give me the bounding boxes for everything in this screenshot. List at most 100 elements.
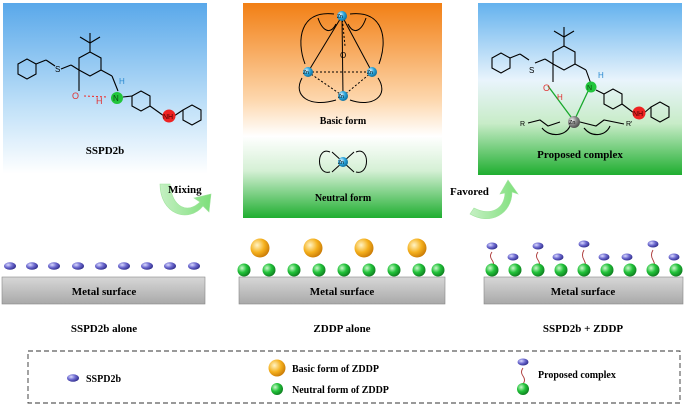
- amine-label: NH: [163, 114, 173, 121]
- proposed-complex-title: Proposed complex: [537, 149, 623, 161]
- panel-background: [478, 3, 682, 175]
- metal-surface: [1, 276, 206, 305]
- adsorbed-zddp-layer: [237, 238, 445, 277]
- scenario-caption: ZDDP alone: [313, 323, 370, 335]
- zinc-label: Zn: [303, 70, 309, 76]
- zinc-atom: [338, 91, 348, 101]
- metal-surface-label: Metal surface: [310, 286, 375, 298]
- neutral-zddp-sphere: [262, 263, 276, 277]
- favored-label: Favored: [450, 186, 489, 198]
- coordination-bond: [573, 86, 591, 122]
- nitrogen-label: N: [587, 85, 592, 92]
- neutral-zddp-sphere: [554, 263, 568, 277]
- sspd2b-molecule: [48, 262, 60, 270]
- panel-proposed-complex: S O H H N NH Zn R R' Proposed complex: [478, 3, 682, 175]
- legend-neutral-zddp-label: Neutral form of ZDDP: [292, 385, 389, 396]
- neutral-zddp-sphere: [287, 263, 301, 277]
- sspd2b-title: SSPD2b: [86, 145, 125, 157]
- sspd2b-molecule: [26, 262, 38, 270]
- basic-zddp-sphere: [303, 238, 323, 258]
- zinc-atom: [337, 11, 347, 21]
- neutral-zddp-sphere: [237, 263, 251, 277]
- sspd2b-molecule: [188, 262, 200, 270]
- zinc-atom: [338, 157, 348, 167]
- sspd2b-molecule: [621, 253, 633, 261]
- favored-arrow: Favored: [450, 179, 519, 219]
- sspd2b-molecule: [118, 262, 130, 270]
- zinc-label: Zn: [569, 120, 575, 126]
- sulfur-label: S: [55, 65, 60, 74]
- basic-zddp-sphere: [354, 238, 374, 258]
- zinc-label: Zn: [367, 70, 373, 76]
- zinc-atom: [568, 116, 580, 128]
- neutral-zddp-sphere: [387, 263, 401, 277]
- surface-zddp-alone: Metal surface ZDDP alone: [237, 238, 446, 335]
- scenario-caption: SSPD2b alone: [71, 323, 137, 335]
- oxygen-label: O: [72, 91, 79, 101]
- neutral-zddp-sphere: [600, 263, 614, 277]
- legend-complex-label: Proposed complex: [538, 370, 616, 381]
- sspd2b-molecule: [141, 262, 153, 270]
- neutral-zddp-sphere: [362, 263, 376, 277]
- imine-hydrogen-label: H: [119, 77, 125, 86]
- proposed-complex-unit: [646, 240, 660, 277]
- complex-structure: [491, 27, 670, 136]
- panel-zddp-forms: Zn Zn Zn Zn O Basic form Zn Neutral form: [243, 3, 442, 218]
- neutral-zddp-sphere: [669, 263, 683, 277]
- amine-atom: [632, 106, 646, 120]
- sspd2b-structure: [17, 33, 202, 126]
- amine-atom: [162, 109, 176, 123]
- metal-surface-label: Metal surface: [72, 286, 137, 298]
- basic-zddp-sphere: [250, 238, 270, 258]
- proposed-complex-unit: [485, 242, 499, 277]
- neutral-zddp-sphere: [337, 263, 351, 277]
- legend-sspd2b-label: SSPD2b: [86, 374, 121, 385]
- sspd2b-molecule: [95, 262, 107, 270]
- basic-zddp-sphere: [407, 238, 427, 258]
- phenol-hydrogen-label: H: [96, 96, 103, 106]
- neutral-zddp-sphere: [412, 263, 426, 277]
- sspd2b-molecule: [164, 262, 176, 270]
- surface-sspd2b-alone: Metal surface SSPD2b alone: [1, 262, 206, 335]
- proposed-complex-unit: [577, 240, 591, 277]
- sspd2b-molecule: [668, 253, 680, 261]
- sspd2b-molecule: [4, 262, 16, 270]
- legend: SSPD2b Basic form of ZDDP Neutral form o…: [27, 350, 681, 404]
- legend-neutral-zddp-swatch: [271, 383, 283, 395]
- metal-surface-label: Metal surface: [551, 286, 616, 298]
- basic-form-title: Basic form: [320, 116, 367, 127]
- phenol-hydrogen-label: H: [557, 93, 563, 102]
- nitrogen-atom: [585, 81, 597, 93]
- legend-sspd2b-swatch: [67, 374, 79, 382]
- zinc-atom: [303, 67, 313, 77]
- panel-sspd2b: S O H H N NH SSPD2b: [3, 3, 207, 174]
- mixing-label: Mixing: [168, 184, 202, 196]
- sspd2b-molecule: [552, 253, 564, 261]
- zinc-label: Zn: [338, 94, 344, 100]
- metal-surface: [238, 276, 446, 305]
- legend-complex-swatch: [517, 358, 529, 395]
- proposed-complex-unit: [531, 242, 545, 277]
- mixing-arrow: Mixing: [159, 183, 212, 216]
- zinc-label: Zn: [337, 14, 343, 20]
- coordination-bond: [547, 85, 575, 122]
- sspd2b-molecule: [72, 262, 84, 270]
- sspd2b-molecule: [598, 253, 610, 261]
- legend-basic-zddp-swatch: [268, 359, 286, 377]
- r-group-label: R: [520, 121, 525, 128]
- zinc-label: Zn: [338, 160, 344, 166]
- legend-basic-zddp-label: Basic form of ZDDP: [292, 364, 379, 375]
- adsorbed-sspd2b-row: [4, 262, 200, 270]
- imine-hydrogen-label: H: [598, 71, 604, 80]
- surface-sspd2b-zddp: Metal surface SSPD2b + ZDDP: [483, 240, 684, 335]
- neutral-zddp-sphere: [431, 263, 445, 277]
- zddp-basic-structure: [298, 13, 384, 104]
- nitrogen-label: N: [113, 94, 119, 103]
- neutral-zddp-sphere: [508, 263, 522, 277]
- scenario-caption: SSPD2b + ZDDP: [543, 323, 624, 335]
- r-prime-group-label: R': [626, 121, 632, 128]
- oxygen-label: O: [543, 83, 550, 93]
- central-oxygen-label: O: [340, 51, 346, 60]
- nitrogen-atom: [111, 92, 123, 104]
